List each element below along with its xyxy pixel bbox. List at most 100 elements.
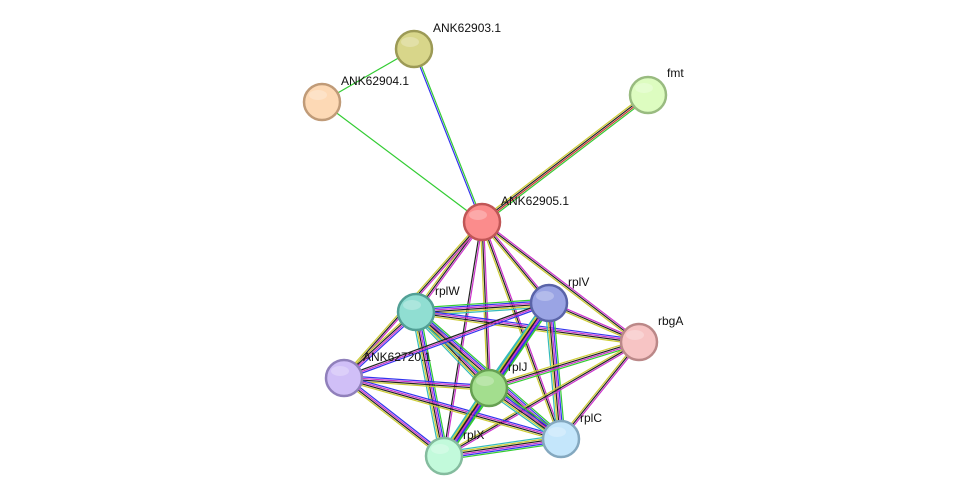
edge-line (481, 221, 640, 343)
edge-line (559, 340, 639, 439)
node-label: fmt (667, 66, 684, 80)
node-label: rplW (435, 284, 460, 298)
node-label: rbgA (658, 314, 683, 328)
edge-line (489, 343, 640, 391)
node-highlight (536, 291, 554, 301)
node-circle[interactable] (628, 75, 668, 115)
edge-line (444, 222, 484, 457)
edge-ank62905-1-rbga (480, 220, 641, 344)
node-circle[interactable] (324, 358, 364, 398)
node-label: ANK62903.1 (433, 21, 501, 35)
node-rplv[interactable]: rplV (529, 275, 589, 323)
edge-ank62904-1-ank62905-1 (321, 101, 483, 223)
node-label: rplX (463, 428, 484, 442)
edge-line (444, 442, 562, 461)
node-highlight (626, 330, 644, 340)
edge-ank62720-1-rplx (342, 375, 446, 459)
node-ank62903-1[interactable]: ANK62903.1 (394, 21, 501, 69)
node-highlight (401, 37, 419, 47)
edge-ank62720-1-rplj (343, 375, 490, 391)
edge-line (344, 303, 550, 381)
edge-line (344, 376, 445, 456)
edge-line (549, 302, 563, 439)
edge-line (344, 375, 490, 387)
node-ank62905-1[interactable]: ANK62905.1 (462, 194, 569, 242)
node-circle[interactable] (619, 322, 659, 362)
edge-line (443, 437, 561, 456)
node-rplw[interactable]: rplW (396, 284, 460, 332)
edge-line (416, 303, 550, 314)
node-circle[interactable] (541, 419, 581, 459)
node-label: ANK62905.1 (501, 194, 569, 208)
node-rplc[interactable]: rplC (541, 411, 602, 459)
node-circle[interactable] (394, 29, 434, 69)
edge-line (345, 375, 446, 455)
node-highlight (469, 210, 487, 220)
node-label: ANK62720.1 (363, 350, 431, 364)
edge-rplc-rplx (443, 434, 562, 461)
edge-line (443, 434, 561, 453)
edge-line (443, 341, 640, 457)
edge-line (343, 378, 444, 458)
node-highlight (548, 427, 566, 437)
edge-line (550, 302, 564, 439)
edge-rplv-rplc (544, 302, 566, 440)
node-fmt[interactable]: fmt (628, 66, 684, 115)
edge-line (480, 222, 639, 344)
edge-fmt-ank62905-1 (480, 92, 650, 225)
edge-line (482, 221, 564, 439)
edge-line (488, 340, 639, 388)
node-highlight (331, 366, 349, 376)
node-circle[interactable] (469, 368, 509, 408)
node-circle[interactable] (529, 283, 569, 323)
edge-line (443, 436, 561, 455)
node-highlight (309, 90, 327, 100)
edge-line (482, 95, 649, 224)
edge-line (483, 96, 650, 225)
edge-ank62720-1-rplc (343, 375, 562, 442)
node-rbga[interactable]: rbgA (619, 314, 683, 362)
edge-line (444, 342, 641, 458)
node-label: ANK62904.1 (341, 74, 409, 88)
edge-line (343, 378, 489, 390)
edge-line (488, 339, 639, 387)
edge-rbga-rplc (559, 340, 641, 441)
edge-line (343, 300, 549, 378)
node-circle[interactable] (396, 292, 436, 332)
edge-line (415, 301, 549, 312)
edge-line (416, 311, 446, 456)
edge-line (343, 302, 550, 379)
edge-line (415, 300, 549, 311)
node-ank62720-1[interactable]: ANK62720.1 (324, 350, 431, 398)
node-ank62904-1[interactable]: ANK62904.1 (302, 74, 409, 122)
node-label: rplC (580, 411, 602, 425)
edge-line (344, 375, 562, 438)
node-circle[interactable] (302, 82, 342, 122)
edge-line (321, 101, 483, 223)
edge-ank62903-1-ank62905-1 (412, 48, 484, 223)
edge-line (561, 342, 641, 441)
edge-line (481, 93, 648, 222)
node-highlight (403, 300, 421, 310)
edge-line (552, 302, 566, 439)
edge-line (343, 378, 561, 441)
node-rplj[interactable]: rplJ (469, 360, 527, 408)
edge-ank62905-1-rplx (442, 221, 484, 457)
edge-line (343, 379, 561, 442)
node-label: rplV (568, 275, 589, 289)
edge-line (560, 341, 640, 440)
edge-line (414, 48, 484, 222)
node-circle[interactable] (462, 202, 502, 242)
node-highlight (635, 83, 653, 93)
edge-line (342, 379, 443, 459)
edge-rplv-ank62720-1 (343, 300, 550, 381)
node-rplx[interactable]: rplX (424, 428, 484, 476)
node-circle[interactable] (424, 436, 464, 476)
edge-line (344, 376, 562, 439)
edge-line (444, 440, 562, 459)
edge-line (444, 439, 562, 458)
edge-line (480, 92, 647, 221)
edge-line (481, 221, 562, 440)
